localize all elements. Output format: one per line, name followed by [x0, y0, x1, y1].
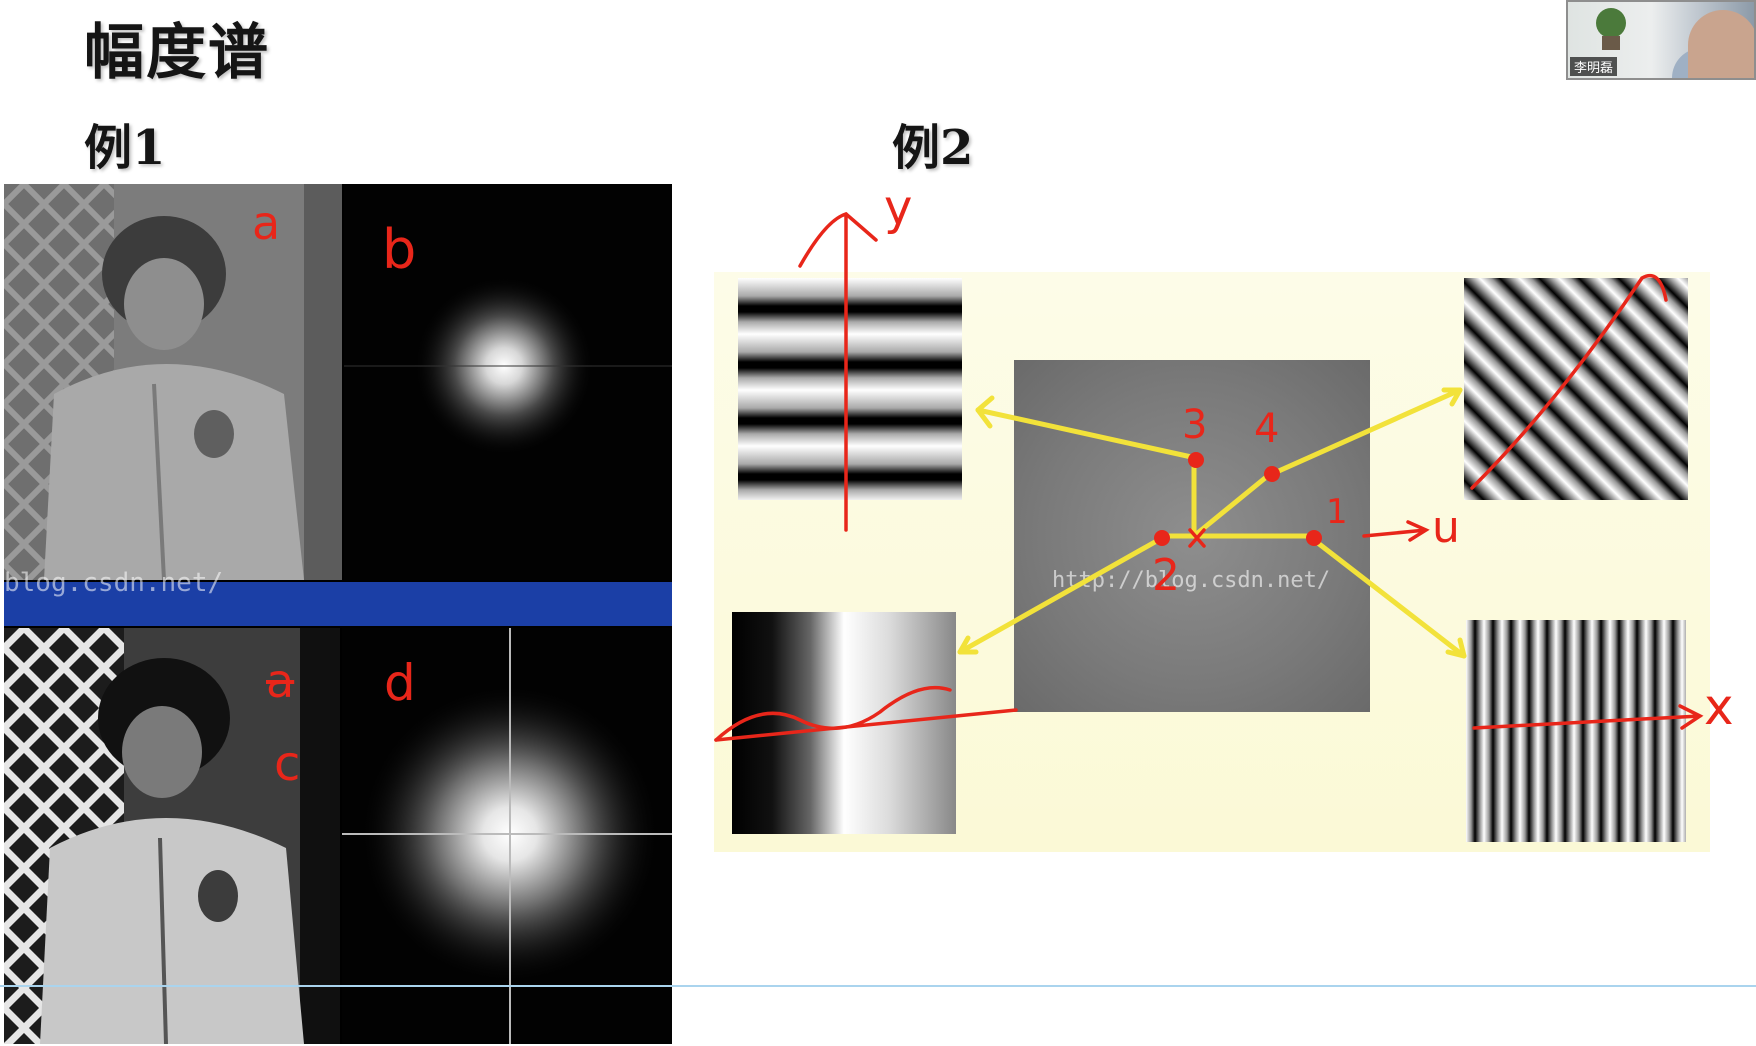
arrow-to-diagonal [1269, 387, 1463, 477]
slide-baseline [0, 985, 1756, 987]
point-1 [1306, 530, 1322, 546]
annotation-point-3: 3 [1182, 402, 1208, 448]
example2-label: 例2 [892, 120, 974, 176]
point-3 [1188, 452, 1204, 468]
center-lines [1159, 459, 1315, 539]
origin-x-mark [1188, 528, 1206, 548]
example1-label: 例1 [84, 120, 166, 176]
annotation-b: b [382, 218, 417, 281]
webcam-name: 李明磊 [1570, 57, 1618, 76]
slide-title: 幅度谱 [84, 18, 270, 88]
spectrum-d [342, 628, 672, 1044]
arrow-to-vertical [1311, 537, 1467, 659]
person-head [1688, 10, 1754, 78]
annotation-c: c [274, 736, 301, 792]
annotation-point-2: 2 [1152, 550, 1180, 601]
plant-icon [1596, 8, 1626, 38]
yellow-arrows [957, 387, 1467, 659]
gradient-wave-1 [714, 685, 952, 742]
annotation-crossed-a: a [266, 654, 295, 708]
annotation-point-4: 4 [1254, 406, 1280, 452]
spectrum-b [344, 184, 672, 580]
annotation-d: d [384, 654, 416, 712]
example1-figure: blog.csdn.net/ [4, 184, 672, 1044]
vertical-stripe-image [1466, 620, 1686, 842]
diagonal-red-line [1470, 273, 1668, 490]
annotation-point-1: 1 [1326, 492, 1348, 532]
pot-shape [1602, 36, 1620, 50]
annotation-axis-u: u [1432, 502, 1460, 553]
x-axis-arrow [1472, 704, 1704, 730]
u-axis-arrow [1362, 520, 1430, 542]
gradient-stripe-image [732, 612, 956, 834]
annotation-a: a [252, 196, 281, 250]
gradient-line [714, 708, 1018, 742]
arrow-to-horizontal [975, 407, 1199, 461]
point-4 [1264, 466, 1280, 482]
watermark-text: blog.csdn.net/ [4, 568, 224, 598]
red-points [1154, 452, 1322, 546]
annotation-axis-x: x [1704, 678, 1734, 736]
photo-original [4, 184, 342, 580]
photo-enhanced [4, 628, 340, 1044]
arrow-to-gradient [957, 535, 1165, 655]
webcam-thumbnail[interactable]: 李明磊 [1566, 0, 1756, 80]
horizontal-stripe-image [738, 278, 962, 500]
point-2 [1154, 530, 1170, 546]
annotation-axis-y: y [884, 180, 913, 236]
diagonal-stripe-image [1464, 278, 1688, 500]
blue-separator-band [4, 582, 672, 626]
